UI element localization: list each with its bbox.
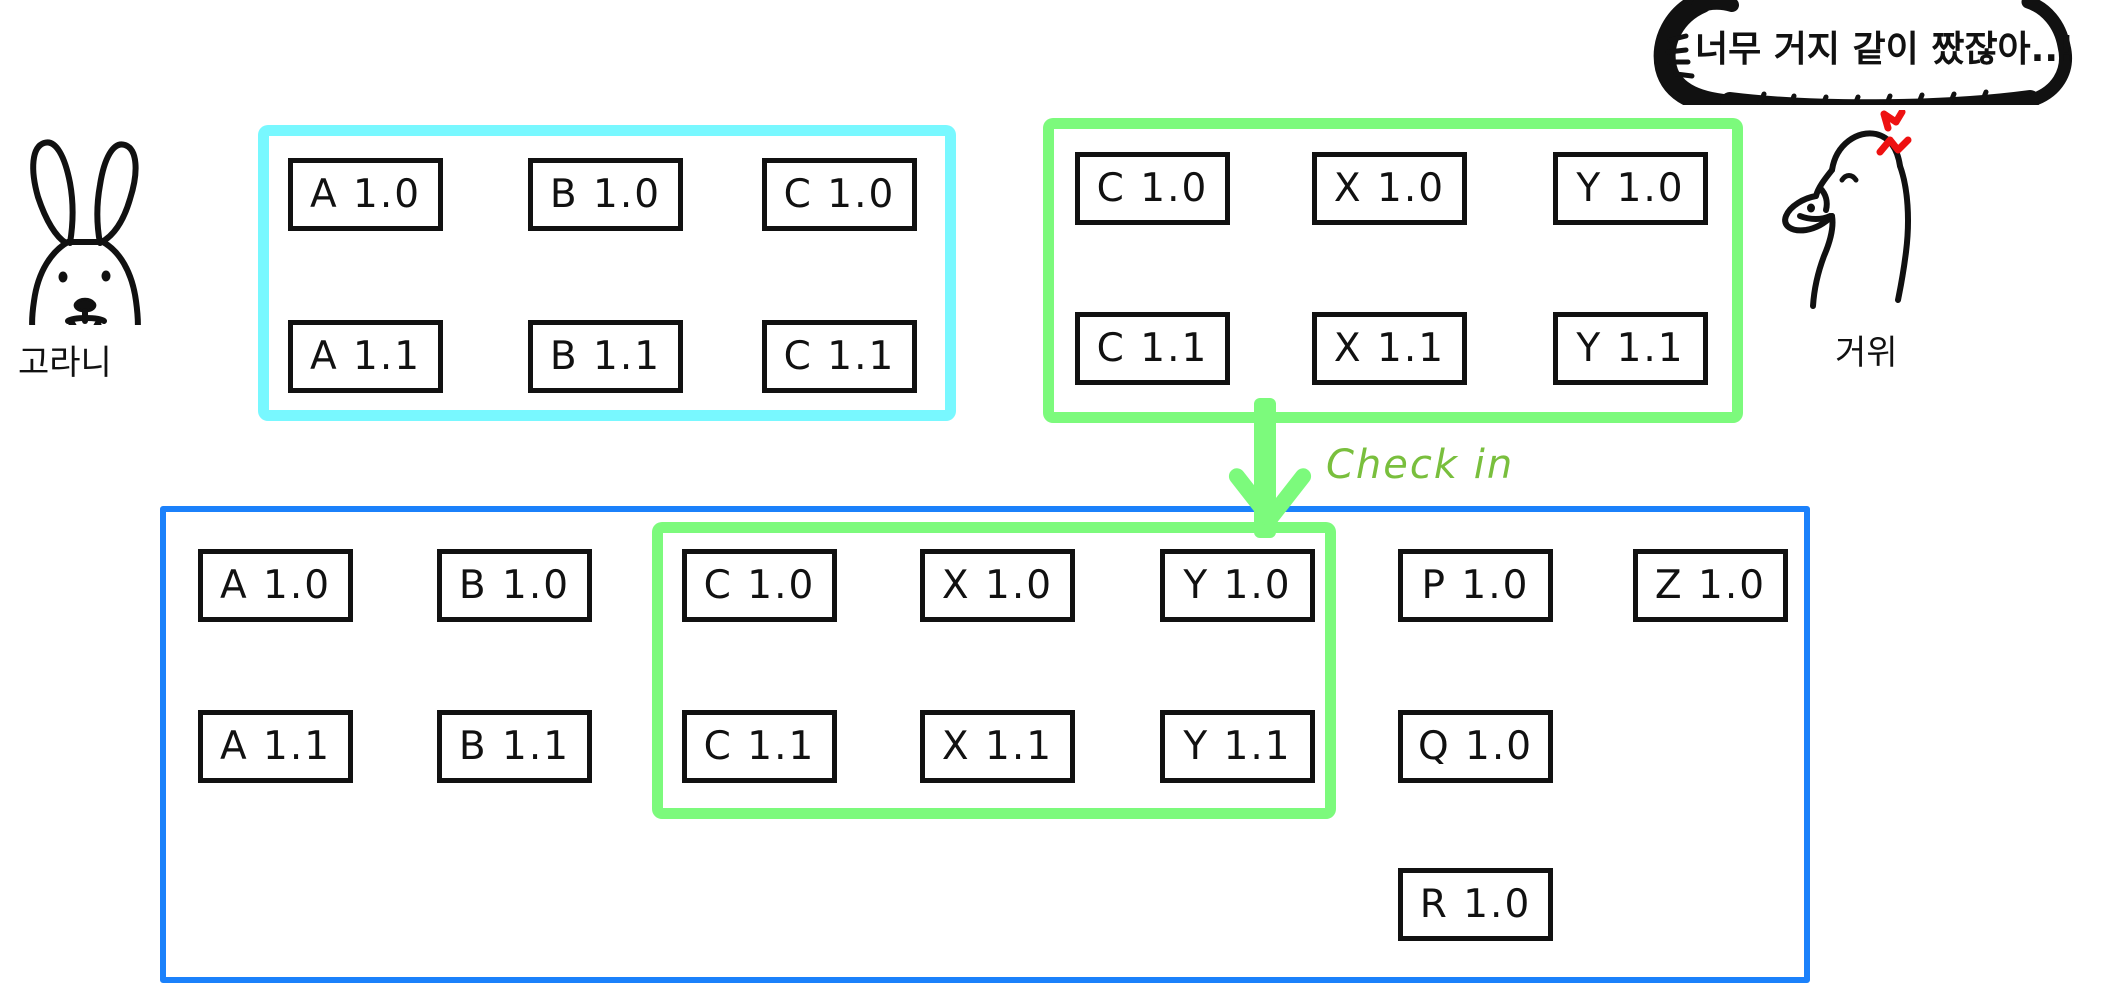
artifact-box[interactable]: C 1.0 (1075, 152, 1230, 225)
artifact-box[interactable]: Q 1.0 (1398, 710, 1553, 783)
goose-figure (1780, 108, 1970, 360)
goose-drawing (1782, 108, 1912, 309)
deer-label: 고라니 (18, 343, 112, 383)
artifact-box[interactable]: X 1.0 (1312, 152, 1467, 225)
deer-drawing (29, 139, 141, 369)
artifact-box[interactable]: X 1.0 (920, 549, 1075, 622)
artifact-box[interactable]: X 1.1 (1312, 312, 1467, 385)
artifact-box[interactable]: Y 1.0 (1553, 152, 1708, 225)
artifact-box[interactable]: B 1.0 (437, 549, 592, 622)
artifact-box[interactable]: Z 1.0 (1633, 549, 1788, 622)
deer-figure (8, 125, 163, 369)
artifact-box[interactable]: Y 1.1 (1160, 710, 1315, 783)
group-repository (160, 506, 1810, 983)
artifact-box[interactable]: Y 1.0 (1160, 549, 1315, 622)
artifact-box[interactable]: C 1.1 (762, 320, 917, 393)
artifact-box[interactable]: C 1.1 (1075, 312, 1230, 385)
artifact-box[interactable]: B 1.1 (437, 710, 592, 783)
speech-bubble: 너무 거지 같이 짰잖아..! (1640, 0, 2107, 120)
artifact-box[interactable]: C 1.0 (762, 158, 917, 231)
artifact-box[interactable]: B 1.1 (528, 320, 683, 393)
artifact-box[interactable]: A 1.0 (198, 549, 353, 622)
group-incoming-changeset (1043, 118, 1743, 423)
artifact-box[interactable]: A 1.1 (198, 710, 353, 783)
artifact-box[interactable]: X 1.1 (920, 710, 1075, 783)
artifact-box[interactable]: C 1.0 (682, 549, 837, 622)
artifact-box[interactable]: A 1.1 (288, 320, 443, 393)
speech-bubble-text: 너무 거지 같이 짰잖아..! (1695, 29, 2075, 70)
artifact-box[interactable]: B 1.0 (528, 158, 683, 231)
anger-mark-icon (1876, 108, 1912, 156)
artifact-box[interactable]: Y 1.1 (1553, 312, 1708, 385)
artifact-box[interactable]: R 1.0 (1398, 868, 1553, 941)
artifact-box[interactable]: C 1.1 (682, 710, 837, 783)
artifact-box[interactable]: A 1.0 (288, 158, 443, 231)
group-local-workspace (258, 125, 956, 421)
goose-label: 거위 (1835, 333, 1898, 373)
artifact-box[interactable]: P 1.0 (1398, 549, 1553, 622)
group-checked-in (652, 522, 1336, 819)
checkin-label: Check in (1326, 442, 1515, 488)
